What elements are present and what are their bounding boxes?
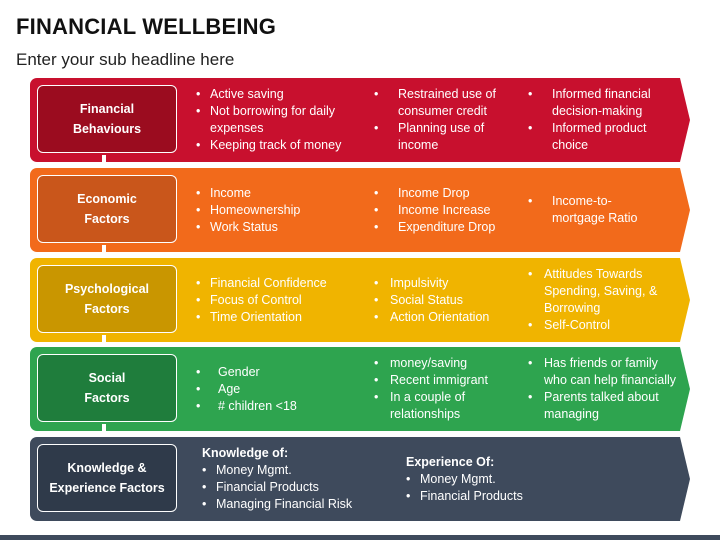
list-item: Action Orientation: [374, 309, 489, 326]
psychological-factors-col-1: Financial Confidence Focus of Control Ti…: [196, 258, 366, 342]
financial-behaviours-band: Financial Behaviours Active saving Not b…: [30, 78, 690, 162]
list-item: Restrained use of consumer credit: [374, 86, 496, 120]
financial-behaviours-col-2: Restrained use of consumer credit Planni…: [374, 78, 526, 162]
list-item: Financial Products: [202, 479, 352, 496]
list-item: Social Status: [374, 292, 489, 309]
plus-icon: [95, 424, 113, 442]
list-item: Recent immigrant: [374, 372, 488, 389]
list-item: Income-to- mortgage Ratio: [528, 193, 637, 227]
list-item: Work Status: [196, 219, 300, 236]
economic-factors-band: Economic Factors Income Homeownership Wo…: [30, 168, 690, 252]
list-item: Time Orientation: [196, 309, 327, 326]
list-item: Informed financial decision-making: [528, 86, 651, 120]
social-factors-col-3: Has friends or family who can help finan…: [528, 347, 688, 431]
list-item: Focus of Control: [196, 292, 327, 309]
social-factors-band: Social Factors Gender Age # children <18…: [30, 347, 690, 431]
economic-factors-col-2: Income Drop Income Increase Expenditure …: [374, 168, 526, 252]
list-item: Financial Confidence: [196, 275, 327, 292]
page-subtitle: Enter your sub headline here: [16, 50, 235, 69]
list-item: Money Mgmt.: [202, 462, 352, 479]
psychological-factors-label: Psychological Factors: [37, 265, 177, 333]
bottom-accent-bar: [0, 535, 720, 540]
knowledge-experience-band: Knowledge & Experience Factors Knowledge…: [30, 437, 690, 521]
list-item: money/saving: [374, 355, 488, 372]
economic-factors-col-1: Income Homeownership Work Status: [196, 168, 366, 252]
list-item: Income Drop: [374, 185, 495, 202]
psychological-factors-col-3: Attitudes Towards Spending, Saving, & Bo…: [528, 258, 688, 342]
list-item: # children <18: [196, 398, 297, 415]
list-item: Attitudes Towards Spending, Saving, & Bo…: [528, 266, 657, 317]
financial-behaviours-col-1: Active saving Not borrowing for daily ex…: [196, 78, 366, 162]
list-item: Income: [196, 185, 300, 202]
list-item: Income Increase: [374, 202, 495, 219]
list-item: Money Mgmt.: [406, 471, 523, 488]
list-item: Managing Financial Risk: [202, 496, 352, 513]
psychological-factors-col-2: Impulsivity Social Status Action Orienta…: [374, 258, 526, 342]
list-item: Age: [196, 381, 297, 398]
list-item: In a couple of relationships: [374, 389, 488, 423]
list-item: Informed product choice: [528, 120, 651, 154]
list-item: Not borrowing for daily expenses: [196, 103, 341, 137]
economic-factors-col-3: Income-to- mortgage Ratio: [528, 168, 688, 252]
list-item: Self-Control: [528, 317, 657, 334]
financial-behaviours-label: Financial Behaviours: [37, 85, 177, 153]
financial-behaviours-col-3: Informed financial decision-making Infor…: [528, 78, 688, 162]
social-factors-col-1: Gender Age # children <18: [196, 347, 366, 431]
page-title: FINANCIAL WELLBEING: [16, 14, 277, 39]
plus-icon: [95, 335, 113, 353]
psychological-factors-band: Psychological Factors Financial Confiden…: [30, 258, 690, 342]
list-item: Keeping track of money: [196, 137, 341, 154]
list-item: Has friends or family who can help finan…: [528, 355, 676, 389]
plus-icon: [95, 245, 113, 263]
social-factors-label: Social Factors: [37, 354, 177, 422]
experience-of-heading: Experience Of:: [406, 454, 495, 469]
knowledge-of-heading: Knowledge of:: [202, 446, 289, 460]
list-item: Homeownership: [196, 202, 300, 219]
list-item: Active saving: [196, 86, 341, 103]
knowledge-experience-col-2: Experience Of: Money Mgmt. Financial Pro…: [406, 437, 586, 521]
knowledge-experience-label: Knowledge & Experience Factors: [37, 444, 177, 512]
list-item: Expenditure Drop: [374, 219, 495, 236]
plus-icon: [95, 155, 113, 173]
list-item: Financial Products: [406, 488, 523, 505]
list-item: Parents talked about managing: [528, 389, 676, 423]
knowledge-experience-col-1: Knowledge of: Money Mgmt. Financial Prod…: [202, 437, 392, 521]
list-item: Planning use of income: [374, 120, 496, 154]
list-item: Impulsivity: [374, 275, 489, 292]
social-factors-col-2: money/saving Recent immigrant In a coupl…: [374, 347, 526, 431]
list-item: Gender: [196, 364, 297, 381]
economic-factors-label: Economic Factors: [37, 175, 177, 243]
